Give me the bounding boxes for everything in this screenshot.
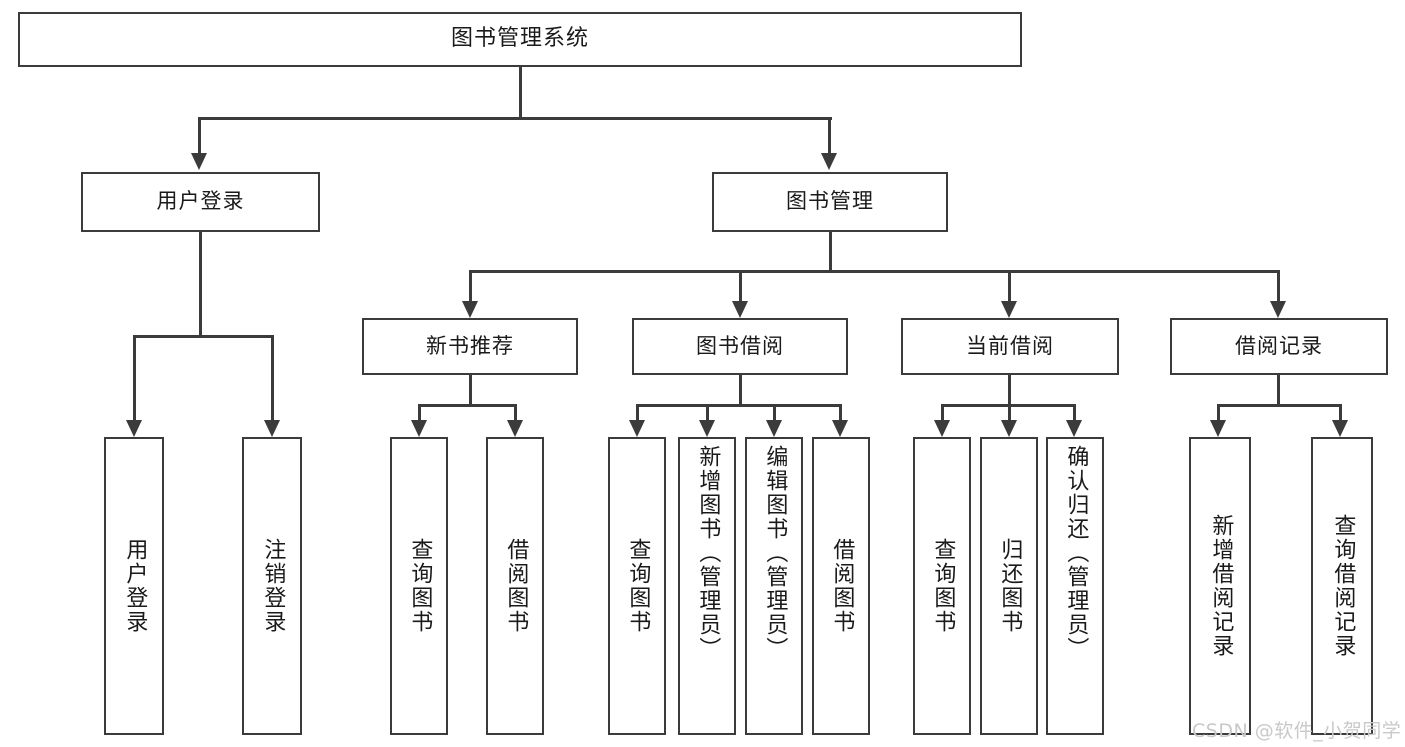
connector-book-borrow-child-4 [839, 404, 842, 420]
arrow-book-borrow-child-3 [766, 420, 782, 437]
node-label: 图书管理系统 [450, 26, 589, 52]
connector-borrow-record-child-2 [1339, 404, 1342, 420]
connector-user-login-to-login [133, 335, 136, 420]
connector-to-current-borrow [1008, 270, 1011, 301]
arrow-current-borrow-child-3 [1066, 420, 1082, 437]
node-label: 查询图书 [407, 538, 433, 634]
arrow-to-borrow-record [1270, 301, 1286, 318]
connector-borrow-record-stem [1277, 375, 1280, 406]
arrow-borrow-record-child-2 [1332, 420, 1348, 437]
arrow-book-borrow-child-4 [832, 420, 848, 437]
connector-new-book-child-2 [514, 404, 517, 420]
connector-book-borrow-child-2 [706, 404, 709, 420]
connector-book-borrow-stem [739, 375, 742, 406]
arrow-to-new-book [462, 301, 478, 318]
connector-new-book-bar [418, 404, 516, 407]
node-label: 新增图书（管理员） [695, 445, 721, 661]
node-label: 图书管理 [786, 189, 874, 214]
leaf-query-book-borrow[interactable]: 查询图书 [608, 437, 666, 735]
connector-borrow-record-bar [1217, 404, 1341, 407]
connector-user-login-bar [133, 335, 274, 338]
connector-level2-bar [469, 270, 1279, 273]
leaf-user-logout[interactable]: 注销登录 [242, 437, 302, 735]
leaf-borrow-book-recommend[interactable]: 借阅图书 [486, 437, 544, 735]
leaf-user-login[interactable]: 用户登录 [104, 437, 164, 735]
connector-current-borrow-child-2 [1008, 404, 1011, 420]
node-label: 借阅图书 [829, 538, 855, 634]
arrow-book-borrow-child-1 [629, 420, 645, 437]
node-label: 用户登录 [156, 189, 245, 214]
arrow-current-borrow-child-2 [1001, 420, 1017, 437]
leaf-edit-book-admin[interactable]: 编辑图书（管理员） [745, 437, 803, 735]
node-user-login[interactable]: 用户登录 [81, 172, 320, 232]
connector-to-new-book [469, 270, 472, 301]
node-label: 借阅记录 [1235, 333, 1323, 358]
arrow-root-to-book-manage [821, 153, 837, 170]
leaf-query-book-current[interactable]: 查询图书 [913, 437, 971, 735]
node-book-management[interactable]: 图书管理 [712, 172, 948, 232]
leaf-borrow-book[interactable]: 借阅图书 [812, 437, 870, 735]
connector-current-borrow-child-1 [941, 404, 944, 420]
connector-current-borrow-stem [1008, 375, 1011, 406]
connector-book-manage-stem [829, 232, 832, 272]
node-root-library-system[interactable]: 图书管理系统 [18, 12, 1022, 67]
node-label: 查询图书 [625, 538, 651, 634]
node-borrow-record[interactable]: 借阅记录 [1170, 318, 1388, 375]
arrow-user-login-to-login [126, 420, 142, 437]
connector-root-to-book-manage [828, 117, 831, 153]
node-label: 归还图书 [997, 538, 1023, 634]
leaf-query-book-recommend[interactable]: 查询图书 [390, 437, 448, 735]
arrow-borrow-record-child-1 [1210, 420, 1226, 437]
connector-to-book-borrow [739, 270, 742, 301]
node-label: 图书借阅 [696, 333, 784, 358]
node-current-borrow[interactable]: 当前借阅 [901, 318, 1119, 375]
leaf-query-borrow-record[interactable]: 查询借阅记录 [1311, 437, 1373, 735]
arrow-book-borrow-child-2 [699, 420, 715, 437]
leaf-add-book-admin[interactable]: 新增图书（管理员） [678, 437, 736, 735]
arrow-to-current-borrow [1001, 301, 1017, 318]
connector-root-to-user-login [198, 117, 201, 153]
node-label: 查询借阅记录 [1330, 514, 1356, 658]
node-label: 新增借阅记录 [1208, 514, 1234, 658]
connector-new-book-stem [469, 375, 472, 406]
connector-book-borrow-child-3 [773, 404, 776, 420]
arrow-user-login-to-logout [264, 420, 280, 437]
node-label: 当前借阅 [966, 333, 1054, 358]
node-label: 查询图书 [930, 538, 956, 634]
arrow-to-book-borrow [732, 301, 748, 318]
watermark-text: CSDN @软件_小贺同学 [1192, 720, 1402, 742]
connector-book-borrow-bar [636, 404, 841, 407]
arrow-new-book-child-1 [411, 420, 427, 437]
arrow-new-book-child-2 [507, 420, 523, 437]
node-book-borrow[interactable]: 图书借阅 [632, 318, 848, 375]
connector-user-login-stem [199, 232, 202, 337]
node-label: 确认归还（管理员） [1063, 445, 1089, 661]
node-label: 借阅图书 [503, 538, 529, 634]
connector-user-login-to-logout [271, 335, 274, 420]
connector-root-bar [198, 117, 832, 120]
arrow-root-to-user-login [191, 153, 207, 170]
connector-new-book-child-1 [418, 404, 421, 420]
leaf-confirm-return-admin[interactable]: 确认归还（管理员） [1046, 437, 1104, 735]
connector-root-stem [519, 67, 522, 117]
leaf-add-borrow-record[interactable]: 新增借阅记录 [1189, 437, 1251, 735]
node-label: 注销登录 [260, 538, 286, 634]
connector-borrow-record-child-1 [1217, 404, 1220, 420]
node-label: 用户登录 [122, 538, 148, 634]
connector-current-borrow-child-3 [1073, 404, 1076, 420]
arrow-current-borrow-child-1 [934, 420, 950, 437]
node-label: 编辑图书（管理员） [762, 445, 788, 661]
node-new-book-recommend[interactable]: 新书推荐 [362, 318, 578, 375]
node-label: 新书推荐 [426, 333, 514, 358]
leaf-return-book[interactable]: 归还图书 [980, 437, 1038, 735]
connector-to-borrow-record [1277, 270, 1280, 301]
connector-current-borrow-bar [941, 404, 1074, 407]
connector-book-borrow-child-1 [636, 404, 639, 420]
